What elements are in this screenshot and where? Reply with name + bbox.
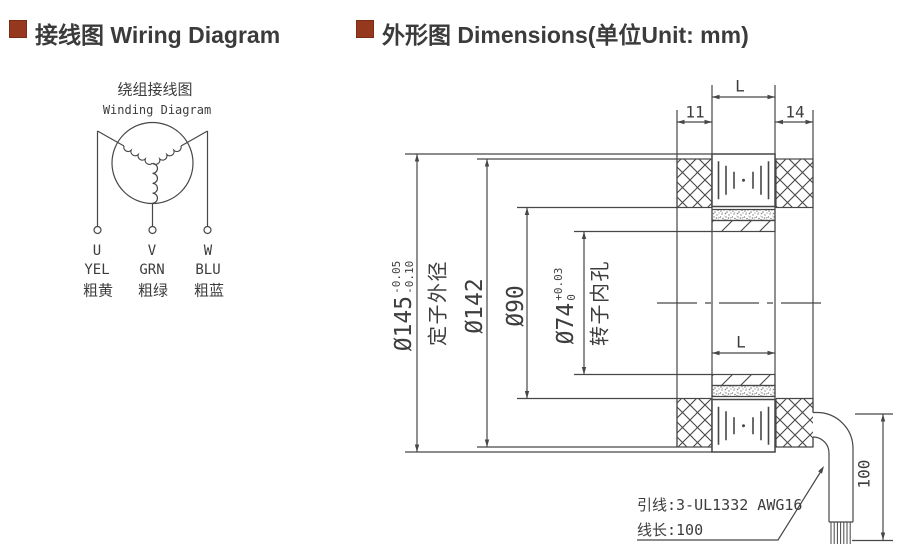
winding-diagram bbox=[93, 121, 212, 235]
dim-142: Ø142 bbox=[462, 278, 488, 334]
dim-stator-od-label: 定子外径 bbox=[425, 260, 450, 346]
terminal-u-label: U bbox=[92, 243, 102, 259]
wiring-section-title: 接线图 Wiring Diagram bbox=[35, 22, 281, 48]
dim-stator-od-value: Ø145 bbox=[391, 295, 417, 352]
dimension-drawing bbox=[405, 85, 893, 544]
dimensions-section-title: 外形图 Dimensions(单位Unit: mm) bbox=[382, 22, 749, 48]
terminal-u-color-code: YEL bbox=[84, 262, 110, 278]
dim-stator-od: Ø145 -0.05-0.10 bbox=[390, 260, 417, 352]
dim-stator-od-tolerance: -0.05-0.10 bbox=[390, 260, 416, 294]
dim-rotor-bore-value: Ø74 bbox=[553, 302, 579, 345]
terminal-w-label: W bbox=[203, 243, 213, 259]
dim-stack-length-mid: L bbox=[736, 332, 746, 352]
dim-rotor-bore-label: 转子内孔 bbox=[587, 260, 612, 346]
section-bullet-icon bbox=[9, 20, 27, 38]
terminal-w-color-cn: 粗蓝 bbox=[193, 281, 225, 300]
section-bullet-icon bbox=[356, 20, 374, 38]
dim-lead-length-100: 100 bbox=[854, 459, 874, 489]
lead-wire-note-line2: 线长:100 bbox=[637, 521, 704, 539]
terminal-v-color-cn: 粗绿 bbox=[137, 281, 169, 300]
lead-wire-note-line1: 引线:3-UL1332 AWG16 bbox=[637, 496, 803, 514]
terminal-w-color-code: BLU bbox=[195, 262, 221, 278]
dim-stack-length-top: L bbox=[735, 76, 745, 96]
terminal-u-color-cn: 粗黄 bbox=[82, 281, 114, 300]
terminal-v-color-code: GRN bbox=[139, 262, 165, 278]
winding-title-cn: 绕组接线图 bbox=[117, 80, 193, 99]
winding-title-en: Winding Diagram bbox=[102, 103, 212, 117]
terminal-v-label: V bbox=[147, 243, 157, 259]
dim-left-end-11: 11 bbox=[685, 102, 705, 122]
dim-right-end-14: 14 bbox=[785, 102, 805, 122]
dim-90: Ø90 bbox=[503, 285, 529, 327]
dimension-arrows bbox=[414, 94, 886, 540]
